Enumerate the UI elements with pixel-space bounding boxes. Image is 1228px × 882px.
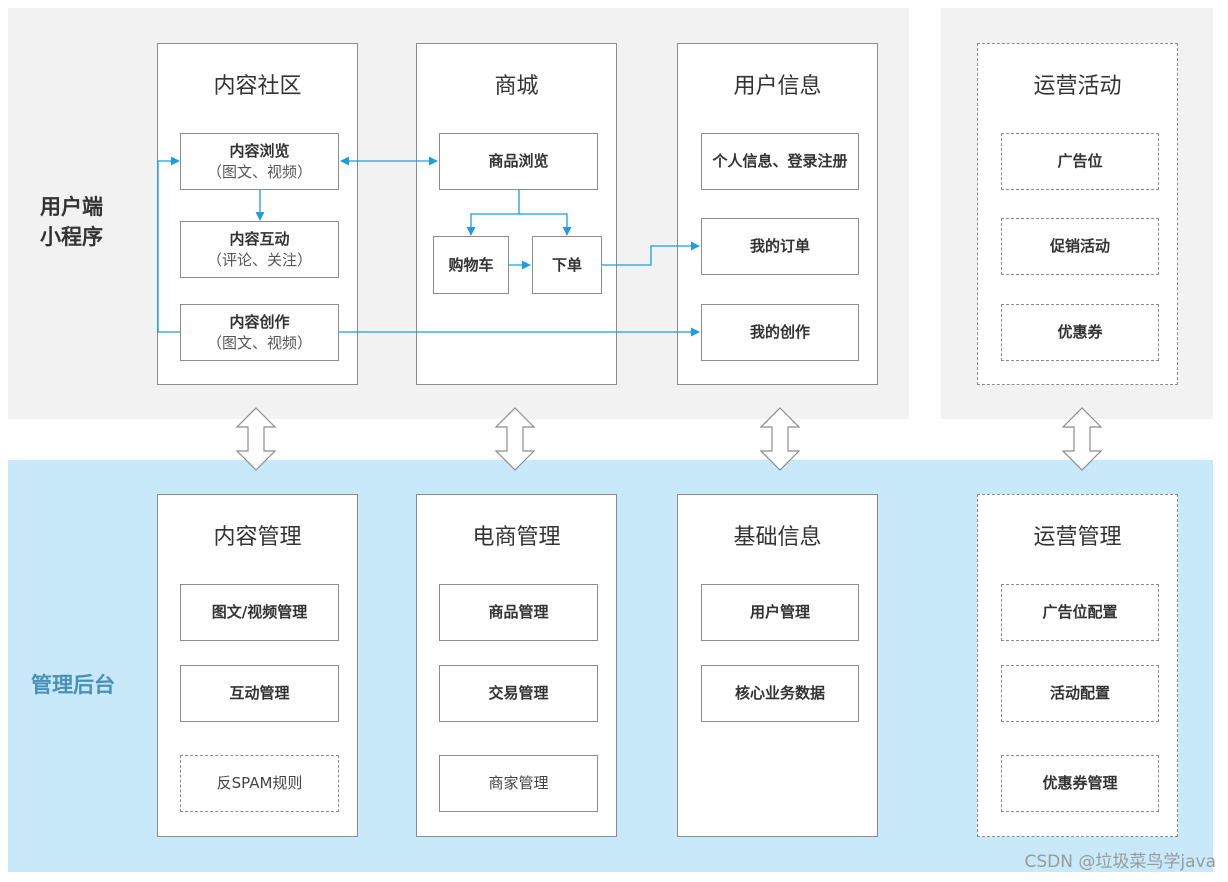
anti-spam-box: 反SPAM规则 bbox=[180, 755, 339, 812]
double-arrow-user bbox=[759, 407, 801, 471]
order-box: 下单 bbox=[532, 236, 602, 294]
content-management-title: 内容管理 bbox=[213, 525, 302, 550]
ecommerce-management-title: 电商管理 bbox=[472, 525, 561, 550]
my-orders-box: 我的订单 bbox=[701, 218, 859, 275]
ad-slot-box: 广告位 bbox=[1001, 133, 1159, 190]
double-arrow-ops bbox=[1061, 407, 1103, 471]
user-side-label-line1: 用户端 bbox=[40, 195, 103, 219]
basic-info-title: 基础信息 bbox=[733, 525, 822, 550]
double-arrow-content bbox=[235, 407, 277, 471]
mall-title: 商城 bbox=[494, 74, 539, 99]
double-arrow-mall bbox=[494, 407, 536, 471]
content-browse-sub: （图文、视频） bbox=[206, 162, 312, 181]
csdn-watermark: CSDN @垃圾菜鸟学java bbox=[1024, 852, 1217, 872]
ops-activities-title: 运营活动 bbox=[1033, 74, 1122, 99]
content-browse-label: 内容浏览 bbox=[229, 141, 290, 160]
content-interact-sub: （评论、关注） bbox=[206, 250, 312, 269]
cart-box: 购物车 bbox=[433, 236, 509, 294]
goods-management-box: 商品管理 bbox=[439, 584, 598, 641]
ad-config-box: 广告位配置 bbox=[1001, 584, 1159, 641]
user-side-label-line2: 小程序 bbox=[40, 225, 103, 249]
ops-management-title: 运营管理 bbox=[1033, 525, 1122, 550]
trade-management-box: 交易管理 bbox=[439, 665, 598, 722]
promotion-box: 促销活动 bbox=[1001, 218, 1159, 275]
goods-browse-box: 商品浏览 bbox=[439, 133, 598, 190]
core-data-box: 核心业务数据 bbox=[701, 665, 859, 722]
content-browse-box: 内容浏览 （图文、视频） bbox=[180, 133, 339, 190]
order-to-my-orders-arrow bbox=[602, 241, 700, 266]
user-info-title: 用户信息 bbox=[733, 74, 822, 99]
merchant-management-box: 商家管理 bbox=[439, 755, 598, 812]
content-community-title: 内容社区 bbox=[213, 74, 302, 99]
interaction-management-box: 互动管理 bbox=[180, 665, 339, 722]
goods-browse-to-order-arrow bbox=[519, 213, 572, 236]
coupon-management-box: 优惠券管理 bbox=[1001, 755, 1159, 812]
my-creations-box: 我的创作 bbox=[701, 304, 859, 361]
user-side-label: 用户端 小程序 bbox=[40, 192, 103, 252]
content-interact-box: 内容互动 （评论、关注） bbox=[180, 221, 339, 278]
create-to-browse-loop-arrow bbox=[157, 156, 180, 333]
content-create-label: 内容创作 bbox=[229, 312, 290, 331]
content-create-box: 内容创作 （图文、视频） bbox=[180, 304, 339, 361]
user-management-box: 用户管理 bbox=[701, 584, 859, 641]
profile-login-box: 个人信息、登录注册 bbox=[701, 133, 859, 190]
coupon-box: 优惠券 bbox=[1001, 304, 1159, 361]
content-create-sub: （图文、视频） bbox=[206, 333, 312, 352]
activity-config-box: 活动配置 bbox=[1001, 665, 1159, 722]
admin-side-label: 管理后台 bbox=[31, 673, 115, 697]
media-management-box: 图文/视频管理 bbox=[180, 584, 339, 641]
content-interact-label: 内容互动 bbox=[229, 229, 290, 248]
goods-browse-split-line bbox=[466, 190, 520, 236]
